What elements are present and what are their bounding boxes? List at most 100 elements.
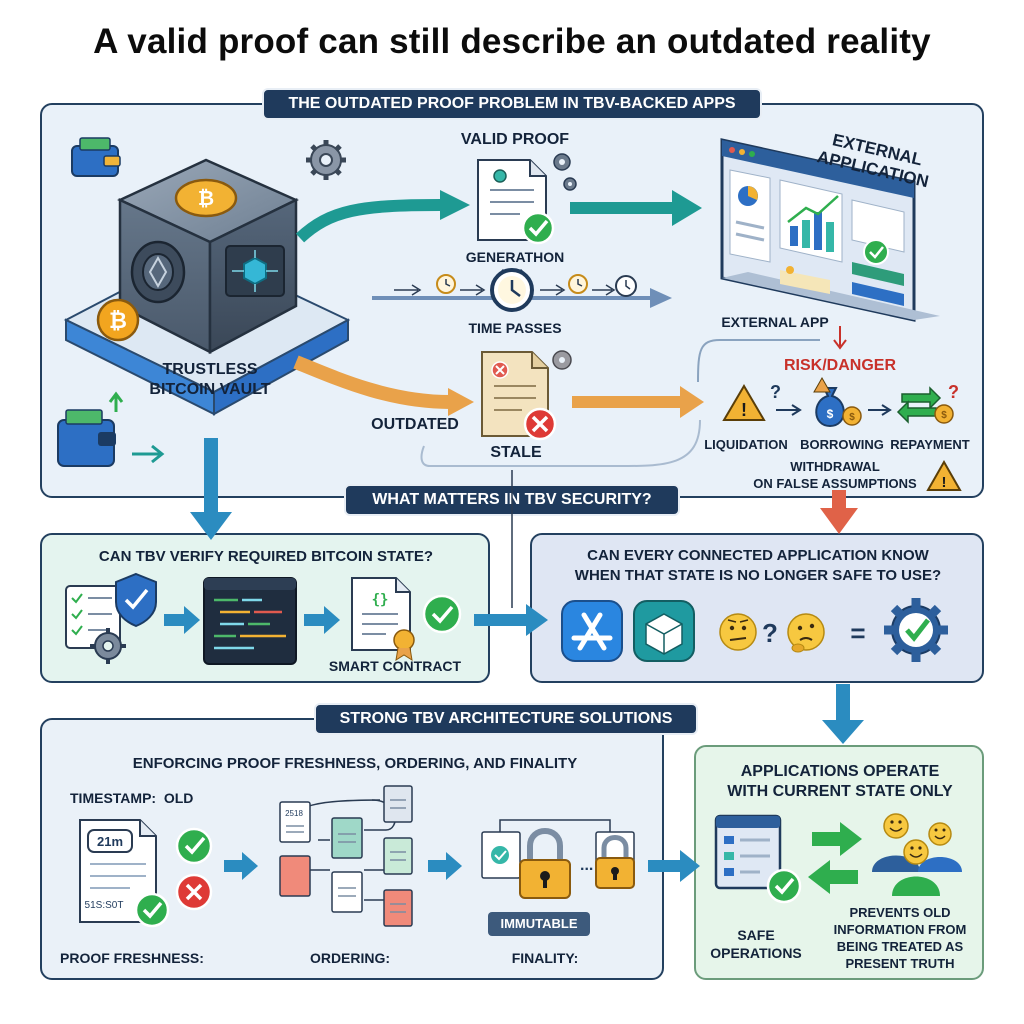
repayment-icon: $ xyxy=(896,386,954,424)
left-question: CAN TBV VERIFY REQUIRED BITCOIN STATE? xyxy=(98,548,434,565)
bottom-heading: ENFORCING PROOF FRESHNESS, ORDERING, AND… xyxy=(132,755,578,772)
risk-danger-label: RISK/DANGER xyxy=(783,357,896,374)
generation-label: GENERATHON xyxy=(465,249,565,265)
check-circle-icon xyxy=(766,868,802,904)
check-circle-icon xyxy=(175,827,213,865)
withdrawal-label: WITHDRAWAL ON FALSE ASSUMPTIONS xyxy=(753,459,917,491)
flow-arrow xyxy=(190,438,232,540)
app-window-icon xyxy=(714,814,782,890)
page-title: A valid proof can still describe an outd… xyxy=(93,22,931,61)
immutable-label: IMMUTABLE xyxy=(488,912,590,936)
valid-proof-label: VALID PROOF xyxy=(460,131,570,148)
shield-icon xyxy=(115,572,157,628)
warning-icon: ! xyxy=(926,459,962,491)
app-store-icon xyxy=(561,600,623,662)
svg-text:$: $ xyxy=(849,412,855,423)
clock-icon xyxy=(490,268,534,312)
svg-text:₿: ₿ xyxy=(109,309,127,334)
proof-freshness-label: PROOF FRESHNESS: xyxy=(60,950,204,966)
flow-arrow xyxy=(570,190,702,226)
flow-arrow xyxy=(474,604,548,636)
outdated-arrow xyxy=(572,386,704,418)
users-group-icon xyxy=(872,813,962,896)
cross-circle-icon xyxy=(175,873,213,911)
smart-contract-document: {} xyxy=(351,577,415,662)
question-mark-icon: ? xyxy=(948,382,959,402)
doc-footer-text: 51S:S0T xyxy=(85,900,124,911)
flow-arrow xyxy=(224,852,258,880)
flow-arrow xyxy=(822,684,864,744)
doc-timestamp-text: 21m xyxy=(97,834,123,849)
svg-text:?: ? xyxy=(770,382,781,402)
svg-text:!: ! xyxy=(741,400,747,420)
clock-icon xyxy=(436,274,456,294)
right-question: CAN EVERY CONNECTED APPLICATION KNOW WHE… xyxy=(574,547,942,584)
risk-flow-arrow xyxy=(820,490,858,534)
ordering-diagram xyxy=(279,785,413,927)
time-passes-label: TIME PASSES xyxy=(468,320,562,336)
stale-proof-document xyxy=(481,351,557,441)
feedback-line xyxy=(697,339,820,383)
warning-icon: ! xyxy=(722,384,766,421)
svg-text:$: $ xyxy=(827,407,834,421)
money-bag-icon: $ $ xyxy=(815,387,862,428)
flow-arrow xyxy=(428,852,462,880)
clock-icon xyxy=(615,275,637,297)
exchange-arrow-left xyxy=(808,860,858,894)
proof-freshness-document xyxy=(79,819,157,923)
valid-proof-document xyxy=(477,159,555,245)
svg-text:?: ? xyxy=(948,382,959,402)
small-arrow xyxy=(776,404,802,416)
gear-icon xyxy=(552,350,572,370)
bitcoin-coin-icon: ₿ xyxy=(96,298,140,342)
risk-repayment-label: REPAYMENT xyxy=(890,437,970,452)
check-circle-icon xyxy=(134,892,170,928)
code-editor-icon xyxy=(203,577,297,665)
lock-icon xyxy=(519,828,571,899)
bitcoin-vault-icon xyxy=(117,158,299,355)
equals-symbol: = xyxy=(850,618,865,648)
safe-operations-label: SAFE OPERATIONS xyxy=(710,927,802,961)
thinking-face-icon xyxy=(787,613,825,653)
outdated-arrow xyxy=(293,355,474,416)
svg-text:{}: {} xyxy=(372,592,389,608)
gear-icon xyxy=(306,140,346,180)
top-banner: THE OUTDATED PROOF PROBLEM IN TBV-BACKED… xyxy=(262,88,762,120)
bottom-banner: STRONG TBV ARCHITECTURE SOLUTIONS xyxy=(314,703,698,735)
gear-icon xyxy=(90,628,126,664)
warning-icon xyxy=(813,376,831,393)
svg-text:₿: ₿ xyxy=(198,186,214,210)
prevents-label: PREVENTS OLD INFORMATION FROM BEING TREA… xyxy=(833,905,967,971)
flow-arrow xyxy=(648,850,700,882)
question-mark-icon: ? xyxy=(770,382,781,402)
risk-liquidation-label: LIQUIDATION xyxy=(704,437,788,452)
flow-arrow xyxy=(164,606,200,634)
external-app-label: EXTERNAL APP xyxy=(721,314,829,330)
clock-icon xyxy=(568,274,588,294)
verified-gear-icon xyxy=(884,598,948,662)
risk-down-arrow xyxy=(833,326,847,350)
wallet-icon xyxy=(71,137,121,177)
ellipsis-text: ... xyxy=(580,857,593,874)
gear-icon xyxy=(553,153,571,171)
svg-text:!: ! xyxy=(942,474,947,491)
wallet-icon xyxy=(57,391,165,467)
check-circle-icon xyxy=(422,594,462,634)
smart-contract-label: SMART CONTRACT xyxy=(328,658,462,674)
vault-label: TRUSTLESS BITCOIN VAULT xyxy=(149,361,271,398)
right-heading: APPLICATIONS OPERATE WITH CURRENT STATE … xyxy=(727,763,953,800)
gear-icon xyxy=(563,177,577,191)
outdated-label: OUTDATED xyxy=(371,416,459,433)
order-doc-text: 2518 xyxy=(285,809,303,818)
app-cube-icon xyxy=(633,600,695,662)
feedback-line xyxy=(420,419,701,468)
lock-icon xyxy=(595,835,635,889)
svg-text:$: $ xyxy=(941,410,947,421)
stale-label: STALE xyxy=(490,444,542,461)
finality-label: FINALITY: xyxy=(511,950,579,966)
confused-face-icon xyxy=(719,613,757,651)
small-arrow xyxy=(868,404,892,416)
bitcoin-coin-icon: ₿ xyxy=(174,178,238,218)
timestamp-label: TIMESTAMP: OLD xyxy=(70,790,194,806)
